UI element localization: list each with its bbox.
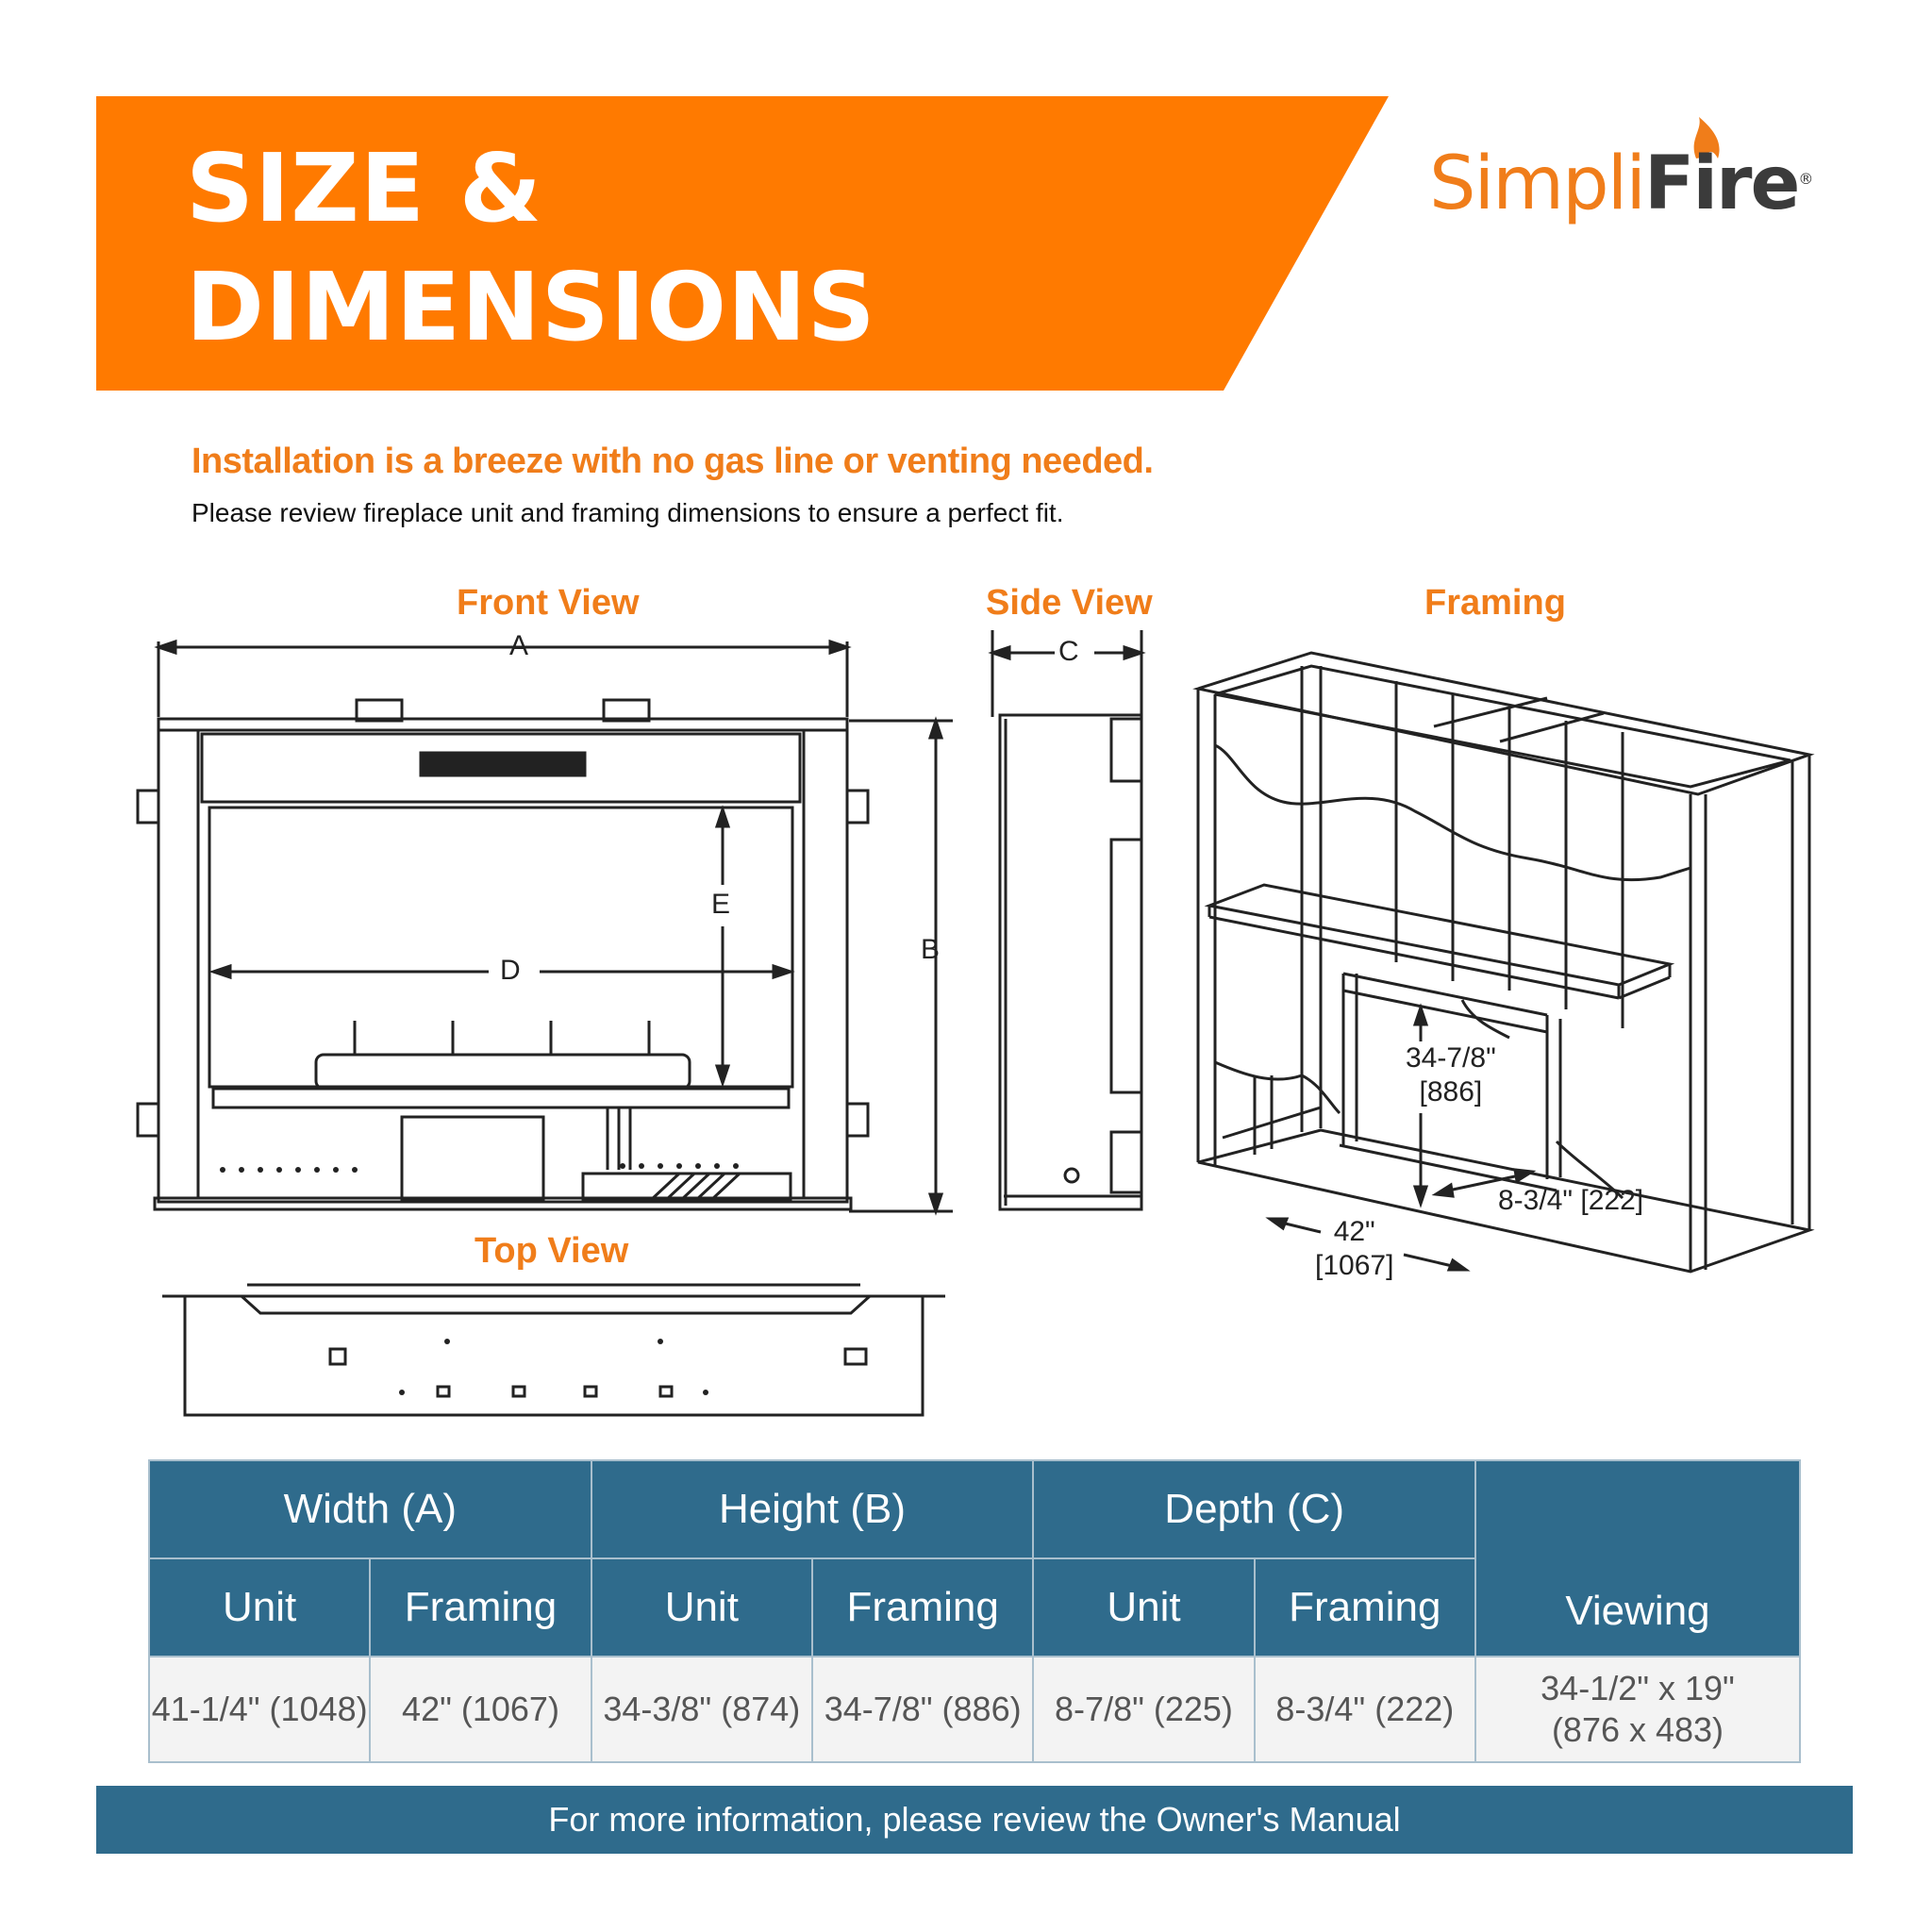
framing-height-in: 34-7/8" — [1406, 1042, 1496, 1074]
front-view-label: Front View — [457, 583, 640, 623]
title-banner: SIZE & DIMENSIONS — [96, 96, 1389, 391]
value-height-unit: 34-3/8" (874) — [590, 1656, 813, 1763]
subheader-height-framing: Framing — [810, 1557, 1035, 1657]
footer-note: For more information, please review the … — [96, 1786, 1853, 1854]
front-view-drawing — [136, 639, 953, 1216]
framing-height-mm: [886] — [1419, 1076, 1483, 1108]
value-width-framing: 42" (1067) — [369, 1656, 592, 1763]
viewing-line-1: 34-1/2" x 19" — [1541, 1669, 1735, 1707]
header-height: Height (B) — [590, 1459, 1035, 1559]
value-width-unit: 41-1/4" (1048) — [147, 1656, 372, 1763]
banner-shape — [96, 96, 1389, 391]
side-view-drawing — [988, 630, 1146, 1211]
flame-icon — [1693, 117, 1720, 158]
headline: Installation is a breeze with no gas lin… — [192, 441, 1154, 481]
framing-height-label: 34-7/8" [886] — [1406, 1041, 1496, 1109]
subheader-width-unit: Unit — [147, 1557, 372, 1657]
framing-label: Framing — [1424, 583, 1566, 623]
framing-width-mm: [1067] — [1315, 1250, 1394, 1281]
framing-drawing — [1192, 651, 1815, 1274]
header-depth: Depth (C) — [1032, 1459, 1476, 1559]
dim-label-a: A — [509, 630, 529, 661]
framing-depth-label: 8-3/4" [222] — [1498, 1185, 1644, 1216]
dim-label-e: E — [711, 889, 731, 920]
dim-label-b: B — [921, 934, 941, 965]
header-width: Width (A) — [148, 1459, 592, 1559]
framing-width-in: 42" — [1333, 1216, 1375, 1247]
logo-part-simpli: Simpli — [1429, 142, 1646, 226]
registered-mark: ® — [1798, 170, 1813, 188]
header-viewing: Viewing — [1474, 1459, 1801, 1657]
page-title: SIZE & DIMENSIONS — [186, 129, 876, 367]
dim-label-c: C — [1058, 636, 1079, 667]
subheader-depth-unit: Unit — [1032, 1557, 1256, 1657]
top-view-label: Top View — [475, 1231, 629, 1271]
subheadline: Please review fireplace unit and framing… — [192, 498, 1064, 527]
dimensions-table: Width (A) Height (B) Depth (C) Viewing U… — [147, 1459, 1801, 1763]
logo-part-fire: Fire — [1644, 142, 1800, 226]
subheader-depth-framing: Framing — [1253, 1557, 1477, 1657]
value-depth-framing: 8-3/4" (222) — [1253, 1656, 1477, 1763]
top-view-drawing — [162, 1283, 945, 1417]
dim-label-d: D — [500, 955, 521, 986]
value-height-framing: 34-7/8" (886) — [810, 1656, 1035, 1763]
side-view-label: Side View — [986, 583, 1153, 623]
value-depth-unit: 8-7/8" (225) — [1032, 1656, 1256, 1763]
table-row: 41-1/4" (1048) 42" (1067) 34-3/8" (874) … — [147, 1656, 1801, 1763]
framing-width-label: 42" [1067] — [1315, 1215, 1393, 1283]
subheader-height-unit: Unit — [590, 1557, 813, 1657]
simplifire-logo: SimpliFire® — [1429, 113, 1813, 236]
viewing-line-2: (876 x 483) — [1551, 1710, 1724, 1749]
title-line-2: DIMENSIONS — [186, 252, 876, 362]
title-line-1: SIZE & — [186, 133, 543, 243]
subheader-width-framing: Framing — [369, 1557, 592, 1657]
value-viewing: 34-1/2" x 19" (876 x 483) — [1474, 1656, 1801, 1763]
